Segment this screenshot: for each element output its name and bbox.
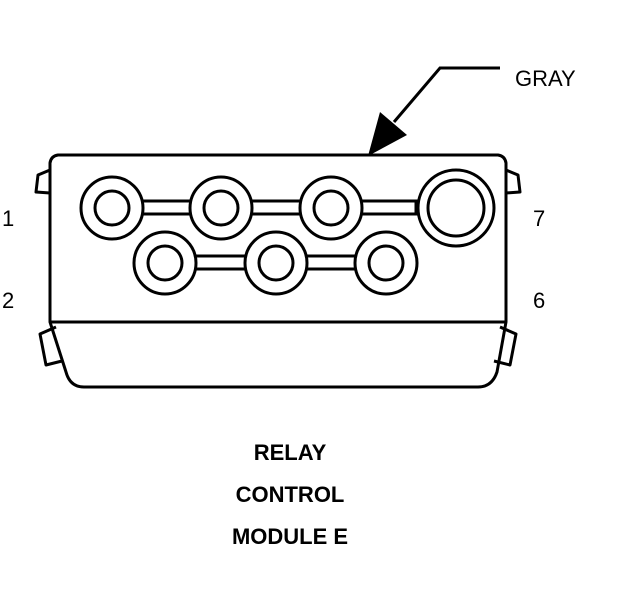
title-line-2: CONTROL [236,482,345,507]
cavity-bottom-2 [243,230,309,296]
cavity-bottom-1 [132,230,198,296]
cavity-top-3 [298,175,364,241]
lock-tab-bottom-left [38,325,63,367]
cavity-top-1 [79,175,145,241]
title-line-3: MODULE E [232,524,348,549]
cavity-top-2 [188,175,254,241]
wire-color-label: GRAY [515,66,576,91]
pin-label-bottom-right: 6 [533,288,545,313]
pin-label-top-left: 1 [2,206,14,231]
lock-tab-top-left [34,168,51,195]
cavity-bridges-top [138,199,418,216]
title-line-1: RELAY [254,440,327,465]
pin-label-bottom-left: 2 [2,288,14,313]
lock-tab-top-right [505,168,522,195]
color-leader-line [392,66,500,123]
cavity-bottom-3 [353,230,419,296]
lock-tab-bottom-right [493,325,518,367]
connector-body-outline [48,153,508,389]
color-arrow-head-icon [368,112,407,156]
cavity-top-7 [416,168,496,248]
pin-label-top-right: 7 [533,206,545,231]
